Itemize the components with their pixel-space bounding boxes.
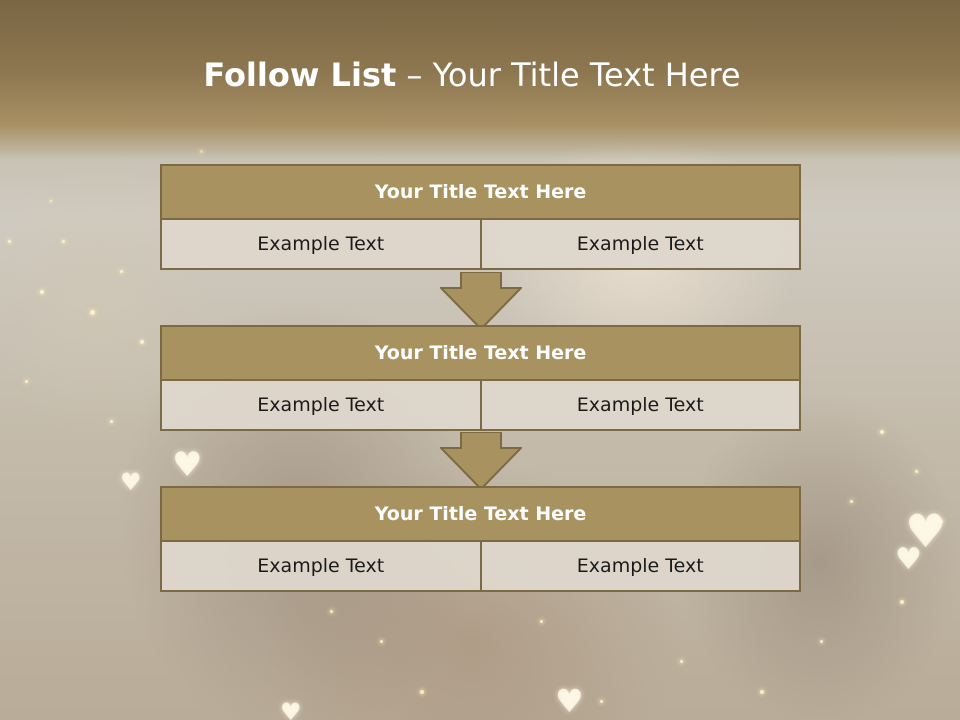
list-block-3: Your Title Text Here Example Text Exampl…	[160, 486, 801, 592]
heart-icon: ♥	[280, 698, 302, 720]
header-band	[0, 0, 960, 160]
block-cell-right: Example Text	[481, 542, 801, 592]
heart-icon: ♥	[555, 682, 584, 720]
list-block-2: Your Title Text Here Example Text Exampl…	[160, 325, 801, 431]
block-title: Your Title Text Here	[160, 164, 801, 220]
heart-icon: ♥	[172, 445, 203, 485]
block-cell-left: Example Text	[160, 381, 482, 431]
block-row: Example Text Example Text	[160, 381, 801, 431]
block-cell-left: Example Text	[160, 220, 482, 270]
slide-title-rest: – Your Title Text Here	[396, 56, 741, 94]
list-block-1: Your Title Text Here Example Text Exampl…	[160, 164, 801, 270]
block-title: Your Title Text Here	[160, 486, 801, 542]
block-cell-left: Example Text	[160, 542, 482, 592]
block-row: Example Text Example Text	[160, 220, 801, 270]
down-arrow-icon	[440, 272, 522, 330]
down-arrow-icon	[440, 432, 522, 490]
slide-title: Follow List – Your Title Text Here	[0, 56, 944, 94]
heart-icon: ♥	[895, 542, 922, 577]
block-cell-right: Example Text	[481, 381, 801, 431]
block-cell-right: Example Text	[481, 220, 801, 270]
heart-icon: ♥	[905, 504, 947, 558]
slide-title-bold: Follow List	[203, 56, 397, 94]
block-title: Your Title Text Here	[160, 325, 801, 381]
heart-icon: ♥	[120, 468, 142, 496]
block-row: Example Text Example Text	[160, 542, 801, 592]
